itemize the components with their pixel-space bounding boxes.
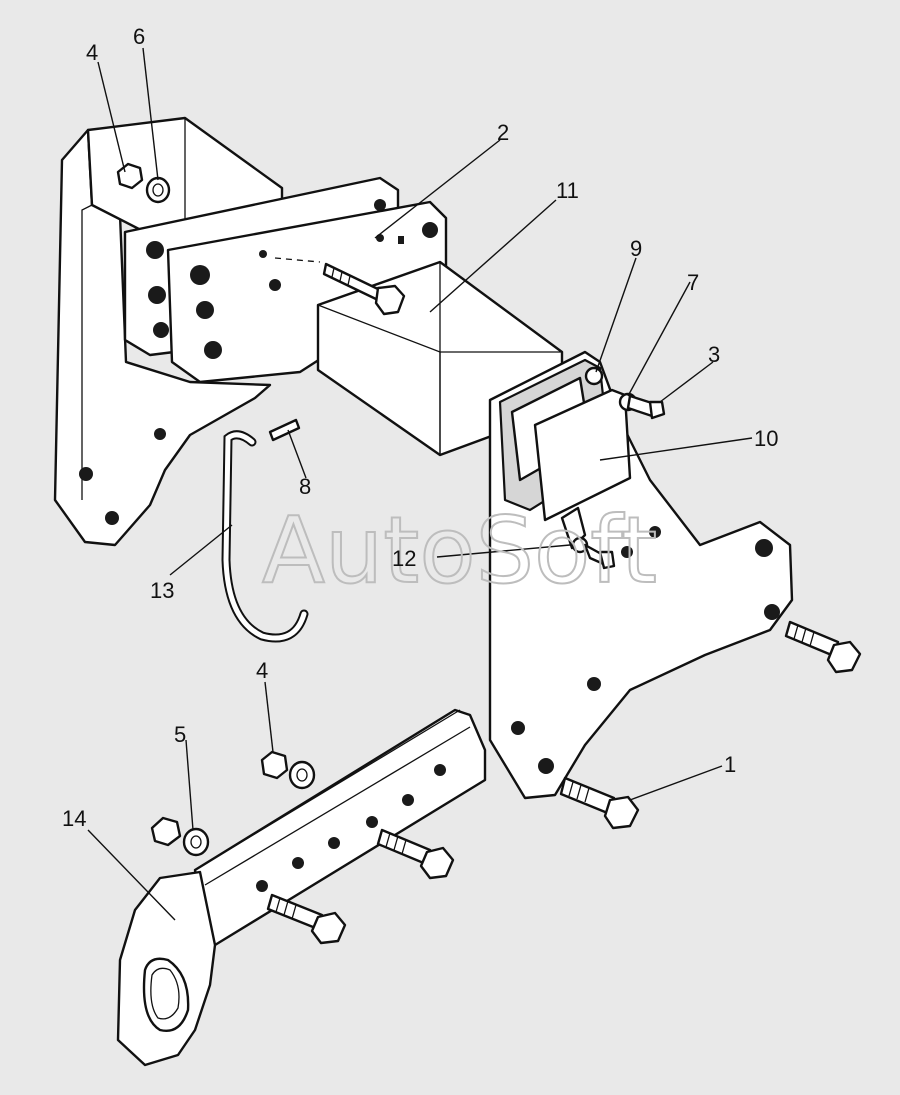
bolt-1 (559, 776, 640, 830)
bolt-channel-lower (266, 893, 347, 945)
callout-11: 12 (392, 546, 416, 571)
callout-3: 3 (708, 342, 720, 367)
bolt-channel-upper (376, 828, 455, 880)
callout-12: 11 (556, 178, 579, 203)
callout-4-top: 4 (86, 40, 98, 65)
bolt-3 (626, 394, 666, 420)
callout-13: 13 (150, 578, 174, 603)
callout-6: 6 (133, 24, 145, 49)
watermark-text: AutoSoft (262, 497, 657, 604)
callout-7: 7 (687, 270, 699, 295)
washer-5 (182, 827, 210, 857)
callout-1: 1 (724, 752, 736, 777)
callout-10: 10 (754, 426, 778, 451)
callout-8: 8 (299, 474, 311, 499)
nut-4-lower (260, 750, 289, 780)
washer-6 (145, 176, 171, 204)
callout-labels: 4 6 2 11 9 7 3 10 12 8 13 4 5 14 1 (62, 24, 778, 831)
callout-2: 2 (497, 120, 509, 145)
clip-11 (560, 506, 616, 570)
callout-4-lower: 4 (256, 658, 268, 683)
callout-9: 9 (630, 236, 642, 261)
tow-bar-channel (193, 708, 487, 947)
nut-4-top (116, 162, 144, 190)
washer-4-lower (288, 760, 316, 790)
nut-5 (150, 816, 182, 847)
leader-lines (87, 47, 753, 921)
bolt-2 (274, 257, 406, 316)
cover-plate-10 (533, 388, 632, 522)
pin-8 (268, 418, 301, 442)
callout-14: 14 (62, 806, 86, 831)
hook-rod-13 (221, 430, 309, 643)
bolt-right-upper (784, 620, 862, 674)
callout-5: 5 (174, 722, 186, 747)
tow-hook-14 (116, 870, 217, 1067)
nut-9 (584, 366, 604, 386)
